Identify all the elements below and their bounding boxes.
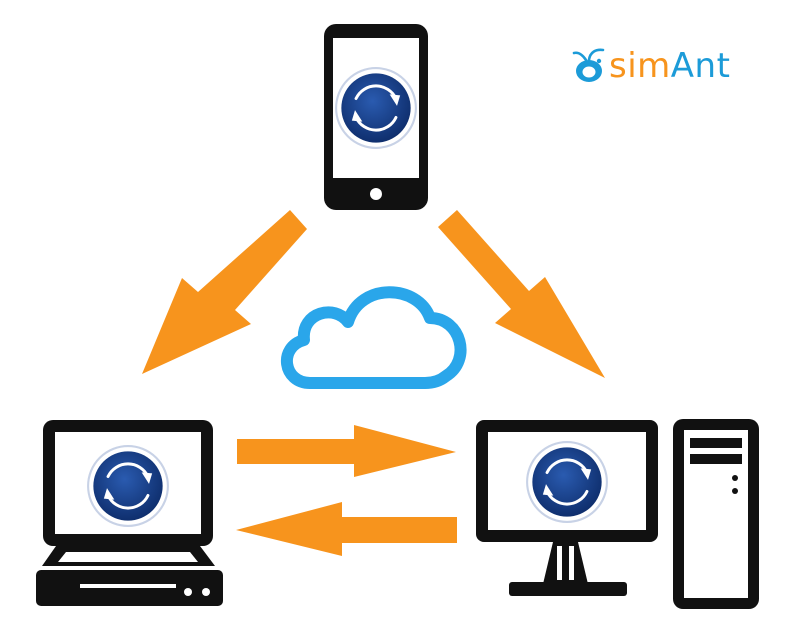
sync-icon: [86, 444, 170, 528]
brand-logo: simAnt: [572, 38, 730, 94]
sync-icon: [525, 440, 609, 524]
arrow-phone-to-desktop: [438, 210, 605, 378]
pc-tower-icon: [673, 419, 759, 609]
brand-name-prefix: sim: [609, 46, 671, 86]
arrow-laptop-to-desktop: [237, 425, 456, 477]
brand-name-suffix: Ant: [670, 46, 731, 86]
sync-icon: [334, 66, 418, 150]
cloud-icon: [281, 286, 467, 389]
arrow-desktop-to-laptop: [236, 502, 457, 556]
arrow-phone-to-laptop: [142, 210, 307, 374]
ant-logo-icon: [572, 48, 605, 82]
